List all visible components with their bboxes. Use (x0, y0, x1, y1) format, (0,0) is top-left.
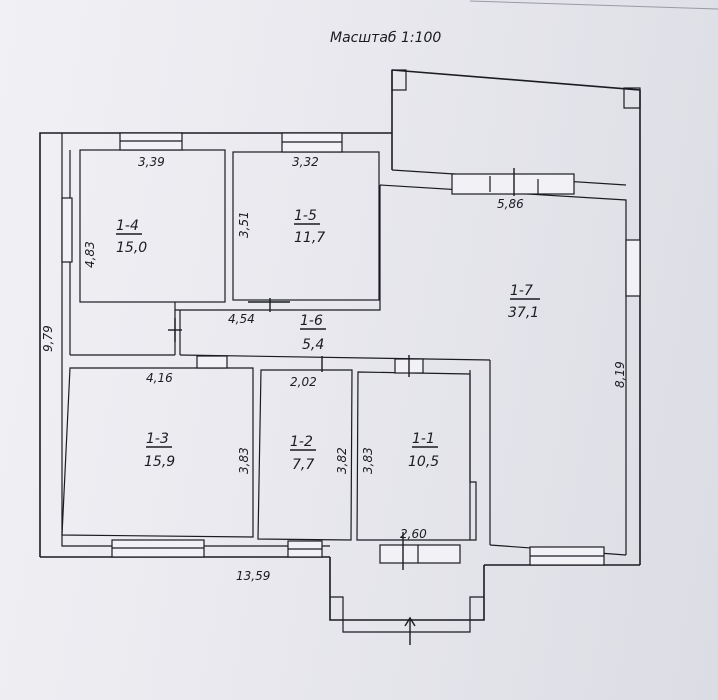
dim-1-4-width: 3,39 (138, 155, 165, 169)
room-1-1-walls (356, 371, 477, 541)
room-id: 1-6 (300, 313, 323, 329)
room-area: 7,7 (292, 457, 314, 473)
paper-edge-line (469, 0, 718, 10)
room-area: 15,9 (144, 454, 175, 470)
door-markers (196, 298, 461, 570)
dim-1-6-width: 4,54 (228, 312, 255, 326)
room-area: 11,7 (294, 230, 325, 246)
room-id: 1-5 (294, 208, 317, 224)
scale-label: Масштаб 1:100 (330, 30, 441, 46)
dim-1-4-depth: 4,83 (83, 241, 97, 268)
room-1-5-walls (232, 151, 380, 301)
dimension-labels: 3,39 4,83 3,32 3,51 4,54 4,16 3,83 2,02 … (41, 155, 627, 583)
porch (329, 557, 485, 645)
room-label-1-7: 1-7 37,1 (508, 283, 540, 321)
dim-total-width: 13,59 (236, 569, 270, 583)
dim-1-2-depth: 3,82 (335, 447, 349, 474)
dim-1-7-depth: 8,19 (613, 361, 627, 388)
room-area: 10,5 (408, 454, 439, 470)
dim-1-3-width: 4,16 (146, 371, 173, 385)
room-id: 1-7 (510, 283, 533, 299)
room-id: 1-4 (116, 218, 139, 234)
dim-1-3-depth: 3,83 (237, 447, 251, 474)
dim-1-2-width: 2,02 (290, 375, 317, 389)
room-label-1-4: 1-4 15,0 (116, 218, 147, 256)
dim-1-7-width: 5,86 (497, 197, 524, 211)
dim-total-depth: 9,79 (41, 325, 55, 352)
room-id: 1-2 (290, 434, 313, 450)
dim-1-1-depth: 3,83 (361, 447, 375, 474)
room-label-1-5: 1-5 11,7 (294, 208, 325, 246)
room-area: 37,1 (508, 305, 539, 321)
windows (61, 132, 641, 566)
room-area: 15,0 (116, 240, 147, 256)
dim-1-5-depth: 3,51 (237, 211, 251, 238)
dim-1-5-width: 3,32 (292, 155, 319, 169)
dim-1-1-width: 2,60 (400, 527, 427, 541)
room-id: 1-1 (412, 431, 435, 447)
room-1-3-walls (61, 367, 254, 538)
room-label-1-1: 1-1 10,5 (408, 431, 439, 470)
room-label-1-2: 1-2 7,7 (290, 434, 316, 473)
room-area: 5,4 (302, 337, 324, 353)
room-1-6-walls (168, 185, 491, 361)
outer-walls (39, 69, 641, 566)
room-label-1-3: 1-3 15,9 (144, 431, 175, 470)
room-id: 1-3 (146, 431, 169, 447)
room-label-1-6: 1-6 5,4 (300, 313, 326, 353)
